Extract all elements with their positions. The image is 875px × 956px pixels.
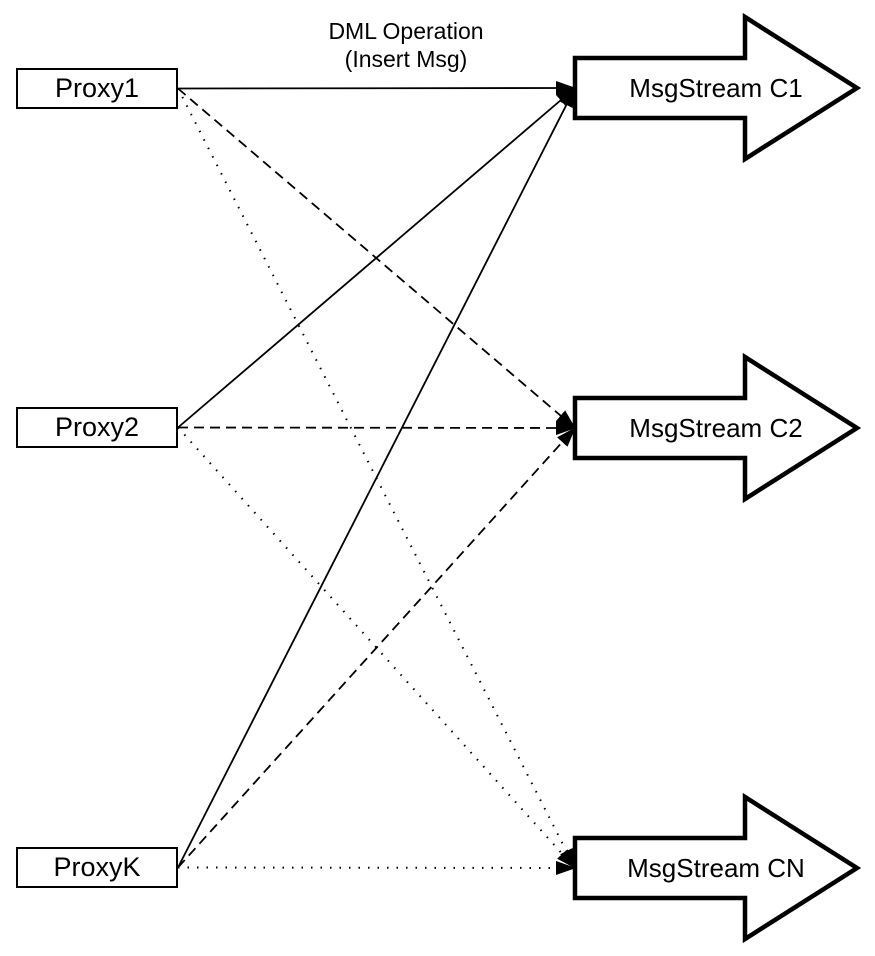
proxyk-box: ProxyK bbox=[16, 847, 178, 888]
proxy2-label: Proxy2 bbox=[54, 412, 140, 442]
stream-arrow-cn bbox=[572, 792, 862, 944]
proxy1-box: Proxy1 bbox=[16, 68, 178, 109]
connector-proxyk-cn bbox=[177, 860, 576, 875]
connector-proxy1-c1 bbox=[177, 81, 576, 96]
dml-operation-label-line1: DML Operation bbox=[328, 18, 484, 44]
stream-arrow-c2 bbox=[572, 352, 862, 504]
connector-proxy2-cn bbox=[177, 426, 576, 869]
proxy1-label: Proxy1 bbox=[54, 73, 140, 103]
connector-proxyk-c1 bbox=[177, 87, 576, 868]
connector-proxy2-c1 bbox=[177, 87, 576, 429]
dml-operation-label: DML Operation (Insert Msg) bbox=[276, 17, 536, 73]
dml-operation-label-line2: (Insert Msg) bbox=[344, 46, 468, 72]
proxyk-label: ProxyK bbox=[53, 852, 141, 882]
connector-proxy2-c2 bbox=[177, 420, 576, 435]
stream-arrow-c1 bbox=[572, 12, 862, 164]
proxy2-box: Proxy2 bbox=[16, 407, 178, 448]
connector-proxyk-c2 bbox=[177, 427, 576, 869]
